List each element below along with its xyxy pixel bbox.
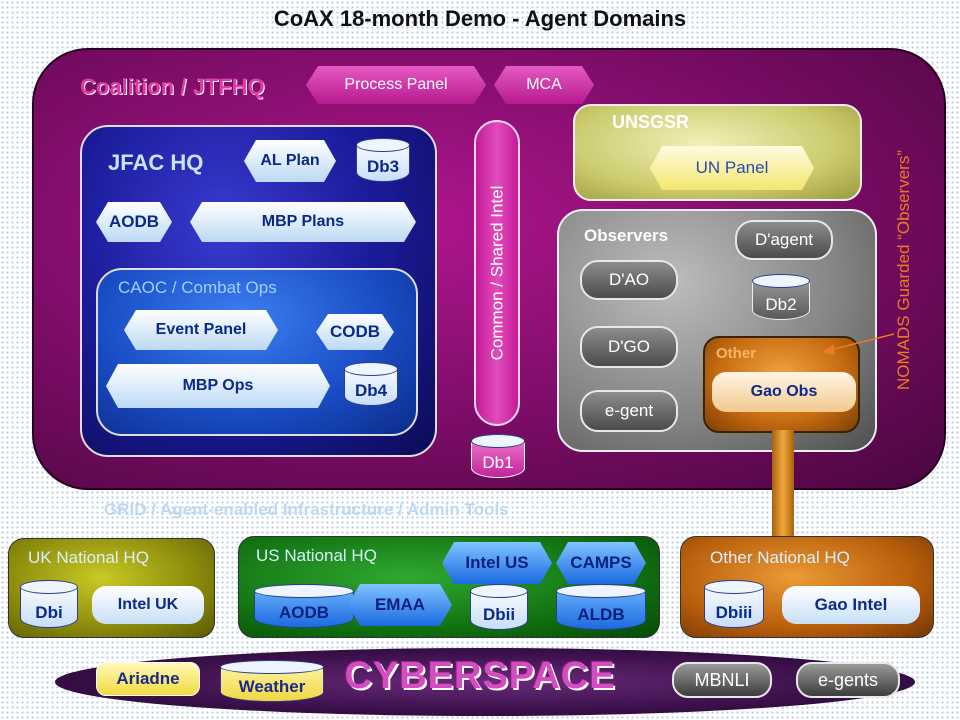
dbiii-database: Dbiii	[704, 580, 764, 628]
cyberspace-label: CYBERSPACE	[344, 655, 616, 697]
db1-database: Db1	[471, 434, 525, 478]
db4-label: Db4	[354, 381, 388, 400]
gao-obs-node: Gao Obs	[712, 372, 856, 412]
weather-database: Weather	[220, 660, 324, 702]
caoc-region	[96, 268, 418, 436]
observers-label: Observers	[584, 226, 669, 245]
event-panel-node: Event Panel	[124, 310, 278, 350]
dao-node: D'AO	[580, 260, 678, 300]
emaa-node: EMAA	[348, 584, 452, 626]
uk-hq-label: UK National HQ	[28, 548, 149, 567]
db1-label: Db1	[482, 453, 514, 472]
dbi-database: Dbi	[20, 580, 78, 628]
grid-infrastructure-label: GRID / Agent-enabled Infrastructure / Ad…	[104, 500, 509, 519]
diagram-title: CoAX 18-month Demo - Agent Domains	[273, 6, 687, 31]
coalition-label: Coalition / JTFHQ	[80, 74, 265, 99]
process-panel-node: Process Panel	[306, 66, 486, 104]
unsgsr-label: UNSGSR	[612, 112, 690, 132]
weather-label: Weather	[238, 677, 306, 696]
egents-node: e-gents	[796, 662, 900, 698]
aldb-label: ALDB	[577, 605, 625, 624]
mbnli-node: MBNLI	[672, 662, 772, 698]
db3-database: Db3	[356, 138, 410, 182]
db4-database: Db4	[344, 362, 398, 406]
mbp-ops-node: MBP Ops	[106, 364, 330, 408]
db2-database: Db2	[752, 274, 810, 320]
nomads-arrow	[822, 333, 895, 355]
camps-node: CAMPS	[556, 542, 646, 584]
ariadne-node: Ariadne	[96, 662, 200, 696]
dgo-node: D'GO	[580, 326, 678, 368]
aldb-database: ALDB	[556, 584, 646, 630]
mbp-plans-node: MBP Plans	[190, 202, 416, 242]
db3-label: Db3	[366, 157, 400, 176]
dbii-label: Dbii	[482, 605, 516, 624]
shared-intel-label-wrap: Common / Shared Intel	[474, 120, 520, 426]
jfac-aodb-node: AODB	[96, 202, 172, 242]
shared-intel-bar	[474, 120, 520, 426]
other-national-hq-label: Other National HQ	[710, 548, 850, 567]
us-aodb-database: AODB	[254, 584, 354, 628]
us-hq-label: US National HQ	[256, 546, 377, 565]
dagent-node: D'agent	[735, 220, 833, 260]
shared-intel-label: Common / Shared Intel	[487, 185, 506, 361]
gao-intel-node: Gao Intel	[782, 586, 920, 624]
us-aodb-label: AODB	[278, 603, 330, 622]
db2-label: Db2	[765, 295, 797, 314]
codb-node: CODB	[316, 314, 394, 350]
other-hq-connector	[772, 430, 794, 543]
dbii-database: Dbii	[470, 584, 528, 630]
dbiii-label: Dbiii	[715, 603, 753, 622]
al-plan-node: AL Plan	[244, 140, 336, 182]
intel-uk-node: Intel UK	[92, 586, 204, 624]
jfac-hq-label: JFAC HQ	[108, 150, 204, 175]
nomads-label-wrap: NOMADS Guarded “Observers”	[880, 110, 928, 430]
mca-node: MCA	[494, 66, 594, 104]
other-observers-label: Other	[716, 345, 757, 362]
intel-us-node: Intel US	[442, 542, 552, 584]
caoc-label: CAOC / Combat Ops	[118, 278, 277, 297]
un-panel-node: UN Panel	[650, 146, 814, 190]
egent-node: e-gent	[580, 390, 678, 432]
dbi-label: Dbi	[35, 603, 63, 622]
